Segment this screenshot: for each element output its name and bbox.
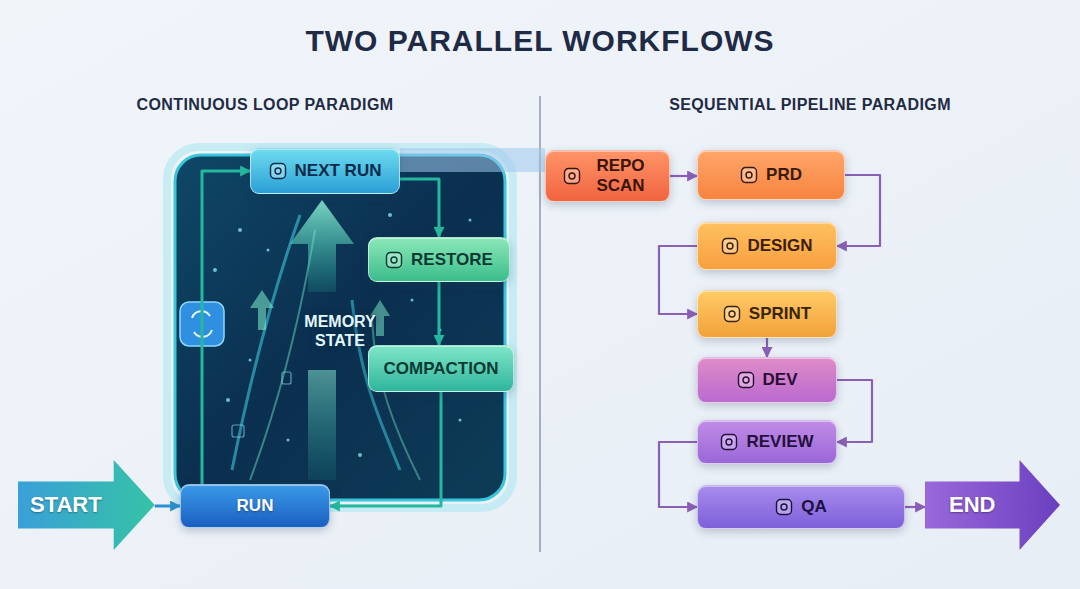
node-label: START <box>18 492 114 517</box>
node-label: END <box>925 492 1020 517</box>
node-label: NEXT RUN <box>295 161 382 181</box>
flow-arrow <box>659 246 697 314</box>
step-icon <box>775 498 793 516</box>
loop-step-box: RESTORE <box>368 237 510 282</box>
flow-arrow <box>905 506 925 508</box>
flow-arrow <box>670 175 697 177</box>
pipeline-step-box: QA <box>697 485 905 529</box>
step-icon <box>740 166 758 184</box>
flow-arrow <box>400 179 439 237</box>
flow-band <box>400 148 545 172</box>
pipeline-step-box: REPO SCAN <box>545 150 670 202</box>
memory-panel: MEMORY STATE <box>175 155 505 500</box>
pipeline-step-box: PRD <box>697 150 845 200</box>
flow-arrow <box>155 505 180 508</box>
flow-arrow <box>438 282 441 345</box>
node-label: PRD <box>766 165 802 185</box>
node-label: DEV <box>763 370 798 390</box>
flow-arrow <box>330 392 441 506</box>
step-icon <box>723 305 741 323</box>
node-label: RESTORE <box>411 250 493 270</box>
loop-step-box: COMPACTION <box>368 345 514 392</box>
loop-step-box: RUN <box>180 484 330 528</box>
node-label: COMPACTION <box>384 359 499 379</box>
section-heading: SEQUENTIAL PIPELINE PARADIGM <box>669 96 951 114</box>
start-arrow: START <box>18 460 155 550</box>
flow-arrow <box>202 171 250 484</box>
step-icon <box>269 162 287 180</box>
node-label: RUN <box>237 496 274 516</box>
node-label: REPO SCAN <box>589 156 653 195</box>
step-icon <box>385 251 403 269</box>
loop-panel <box>167 147 513 508</box>
pipeline-step-box: DESIGN <box>697 222 837 270</box>
section-heading: CONTINUOUS LOOP PARADIGM <box>136 96 393 114</box>
step-icon <box>563 167 581 185</box>
flow-arrow <box>659 442 697 507</box>
step-icon <box>720 433 738 451</box>
flow-arrow <box>837 380 872 442</box>
loop-step-box: NEXT RUN <box>250 148 400 194</box>
step-icon <box>737 371 755 389</box>
pipeline-step-box: SPRINT <box>697 290 837 338</box>
arrow-body <box>925 460 1060 550</box>
node-label: QA <box>801 497 827 517</box>
pipeline-step-box: REVIEW <box>697 420 837 464</box>
node-label: REVIEW <box>746 432 813 452</box>
arrow-body <box>18 460 155 550</box>
flow-arrow <box>766 338 768 357</box>
diagram-title: TWO PARALLEL WORKFLOWS <box>0 24 1080 58</box>
end-arrow: END <box>925 460 1060 550</box>
node-label: DESIGN <box>747 236 812 256</box>
node-label: SPRINT <box>749 304 811 324</box>
pipeline-step-box: DEV <box>697 357 837 403</box>
step-icon <box>721 237 739 255</box>
